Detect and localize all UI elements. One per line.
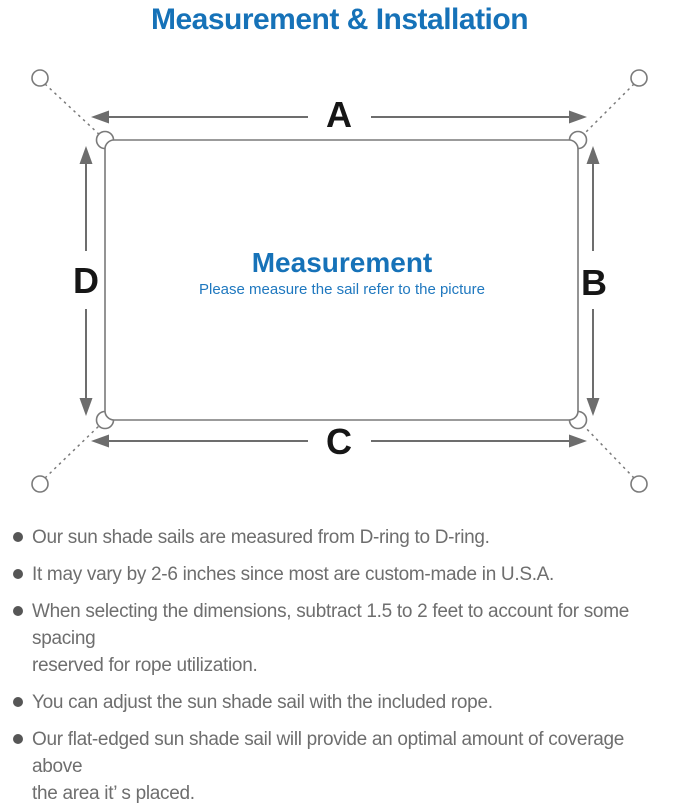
tether-line-top-right [580,83,635,138]
dim-label-a: A [326,94,352,135]
page-title: Measurement & Installation [150,3,529,36]
diagram-center-subtitle: Please measure the sail refer to the pic… [199,281,485,298]
note-text: You can adjust the sun shade sail with t… [32,692,493,713]
bullet-icon [13,697,23,707]
anchor-ring-top-right [630,69,648,87]
sail-outline [104,139,579,421]
dim-arrow-b [586,146,600,416]
anchor-ring-top-left [31,69,49,87]
anchor-ring-bottom-left [31,475,49,493]
dim-label-d: D [73,260,99,301]
dim-label-c: C [326,421,352,462]
dim-arrow-a [91,110,587,124]
tether-line-bottom-left [44,422,103,479]
measurement-diagram: A C D B Measurement Please measure the s… [31,69,648,493]
diagram-center-title: Measurement [252,247,433,278]
dim-label-b: B [581,262,607,303]
bullet-icon [13,569,23,579]
tether-line-bottom-right [580,422,635,479]
note-text: Our sun shade sails are measured from D-… [32,527,490,548]
bullet-icon [13,532,23,542]
dim-arrow-c [91,434,587,448]
note-text: Our flat-edged sun shade sail will provi… [32,729,625,804]
bullet-icon [13,606,23,616]
dim-arrow-d [79,146,93,416]
anchor-ring-bottom-right [630,475,648,493]
note-text: When selecting the dimensions, subtract … [32,601,629,676]
bullet-icon [13,734,23,744]
note-item: You can adjust the sun shade sail with t… [13,689,673,716]
tether-line-top-left [44,83,103,138]
note-item: When selecting the dimensions, subtract … [13,598,673,679]
note-item: Our sun shade sails are measured from D-… [13,524,673,551]
notes-list: Our sun shade sails are measured from D-… [13,524,673,807]
note-text: It may vary by 2-6 inches since most are… [32,564,555,585]
note-item: Our flat-edged sun shade sail will provi… [13,726,673,807]
note-item: It may vary by 2-6 inches since most are… [13,561,673,588]
